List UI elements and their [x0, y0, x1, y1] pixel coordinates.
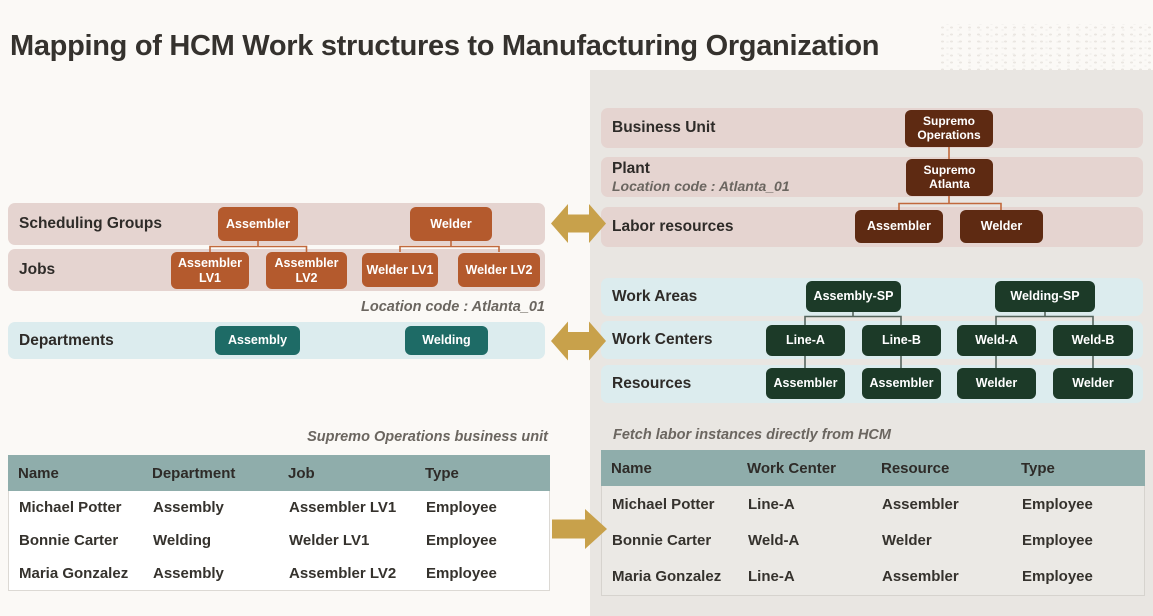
scheduling-groups-label: Scheduling Groups	[19, 215, 162, 232]
job-assembler-lv1-box: Assembler LV1	[171, 252, 249, 289]
left-table-header: Name Department Job Type	[8, 455, 550, 491]
table-row: Michael Potter Line-A Assembler Employee	[602, 486, 1144, 522]
labor-resources-label: Labor resources	[612, 218, 734, 235]
left-table-header-type: Type	[425, 464, 459, 482]
cell-job: Assembler LV2	[289, 565, 397, 582]
cell-name: Maria Gonzalez	[19, 565, 129, 582]
table-row: Bonnie Carter Welding Welder LV1 Employe…	[9, 524, 549, 557]
labor-resource-assembler-box: Assembler	[855, 210, 943, 243]
business-unit-box: Supremo Operations	[905, 110, 993, 147]
cell-job: Welder LV1	[289, 532, 370, 549]
jobs-label: Jobs	[19, 261, 56, 278]
cell-type: Employee	[1022, 531, 1093, 549]
left-table-caption: Supremo Operations business unit	[307, 429, 548, 445]
work-center-line-b-box: Line-B	[862, 325, 941, 356]
background-texture	[938, 24, 1153, 72]
department-assembly-box: Assembly	[215, 326, 300, 355]
table-row: Maria Gonzalez Line-A Assembler Employee	[602, 558, 1144, 594]
resources-label: Resources	[612, 375, 692, 392]
plant-box: Supremo Atlanta	[906, 159, 993, 196]
cell-work-center: Line-A	[748, 495, 795, 513]
band-plant	[601, 157, 1143, 197]
work-centers-label: Work Centers	[612, 331, 713, 348]
scheduling-group-assembler-box: Assembler	[218, 207, 298, 241]
department-welding-box: Welding	[405, 326, 488, 355]
right-table-header: Name Work Center Resource Type	[601, 450, 1145, 486]
cell-type: Employee	[426, 565, 497, 582]
left-table-header-department: Department	[152, 464, 236, 482]
plant-label-group: Plant Location code : Atlanta_01	[612, 160, 790, 194]
cell-name: Michael Potter	[19, 499, 122, 516]
job-welder-lv2-box: Welder LV2	[458, 253, 540, 287]
right-table-header-name: Name	[611, 459, 652, 477]
scheduling-group-welder-box: Welder	[410, 207, 492, 241]
cell-department: Welding	[153, 532, 212, 549]
right-table-body: Michael Potter Line-A Assembler Employee…	[601, 486, 1145, 596]
resource-assembler-2-box: Assembler	[862, 368, 941, 399]
business-unit-label: Business Unit	[612, 119, 716, 136]
left-location-note: Location code : Atlanta_01	[361, 299, 545, 315]
cell-resource: Welder	[882, 531, 932, 549]
cell-type: Employee	[426, 499, 497, 516]
cell-department: Assembly	[153, 565, 224, 582]
table-row: Bonnie Carter Weld-A Welder Employee	[602, 522, 1144, 558]
page-title: Mapping of HCM Work structures to Manufa…	[10, 30, 880, 62]
work-area-welding-sp-box: Welding-SP	[995, 281, 1095, 312]
right-table-caption: Fetch labor instances directly from HCM	[613, 427, 891, 443]
cell-name: Bonnie Carter	[19, 532, 119, 549]
table-row: Michael Potter Assembly Assembler LV1 Em…	[9, 491, 549, 524]
labor-resource-welder-box: Welder	[960, 210, 1043, 243]
cell-name: Bonnie Carter	[612, 531, 712, 549]
resource-assembler-1-box: Assembler	[766, 368, 845, 399]
cell-resource: Assembler	[882, 495, 959, 513]
cell-type: Employee	[426, 532, 497, 549]
table-row: Maria Gonzalez Assembly Assembler LV2 Em…	[9, 557, 549, 590]
right-table-header-type: Type	[1021, 459, 1055, 477]
cell-type: Employee	[1022, 495, 1093, 513]
cell-department: Assembly	[153, 499, 224, 516]
band-business-unit: Business Unit	[601, 108, 1143, 148]
cell-name: Maria Gonzalez	[612, 567, 722, 585]
job-assembler-lv2-box: Assembler LV2	[266, 252, 347, 289]
plant-label: Plant	[612, 160, 650, 177]
departments-label: Departments	[19, 331, 114, 349]
left-table-body: Michael Potter Assembly Assembler LV1 Em…	[8, 491, 550, 591]
cell-work-center: Weld-A	[748, 531, 800, 549]
right-table-header-work-center: Work Center	[747, 459, 836, 477]
left-table-header-name: Name	[18, 464, 59, 482]
work-center-line-a-box: Line-A	[766, 325, 845, 356]
cell-type: Employee	[1022, 567, 1093, 585]
work-center-weld-a-box: Weld-A	[957, 325, 1036, 356]
work-area-assembly-sp-box: Assembly-SP	[806, 281, 901, 312]
resource-welder-2-box: Welder	[1053, 368, 1133, 399]
cell-resource: Assembler	[882, 567, 959, 585]
resource-welder-1-box: Welder	[957, 368, 1036, 399]
cell-job: Assembler LV1	[289, 499, 397, 516]
work-center-weld-b-box: Weld-B	[1053, 325, 1133, 356]
work-areas-label: Work Areas	[612, 288, 698, 305]
left-table-header-job: Job	[288, 464, 315, 482]
cell-name: Michael Potter	[612, 495, 715, 513]
plant-location-note: Location code : Atlanta_01	[612, 178, 790, 194]
job-welder-lv1-box: Welder LV1	[362, 253, 438, 287]
right-table-header-resource: Resource	[881, 459, 950, 477]
cell-work-center: Line-A	[748, 567, 795, 585]
